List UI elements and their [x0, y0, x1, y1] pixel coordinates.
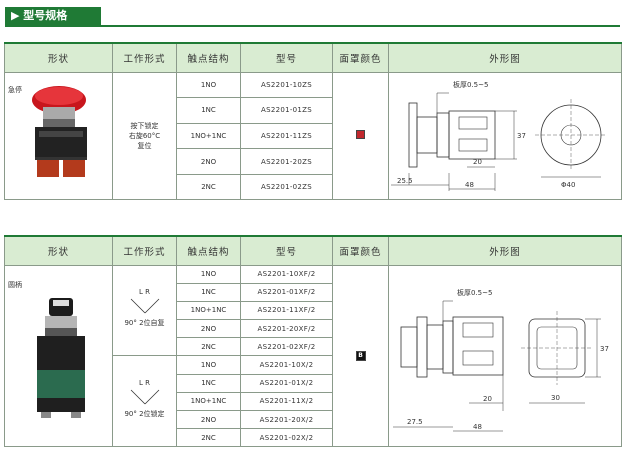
model-cell: AS2201-10XF/2	[240, 264, 333, 284]
model-cell: AS2201-02XF/2	[240, 337, 333, 357]
outline-cell: 37 板厚0.5~5 20 25.5 48 Φ40	[388, 71, 622, 201]
dim-panel: 板厚0.5~5	[453, 80, 488, 89]
contact-cell: 2NO	[176, 148, 241, 175]
contact-cell: 1NO	[176, 71, 241, 99]
dim-37: 37	[600, 345, 609, 353]
dim-dia40: Φ40	[561, 181, 575, 189]
header-shape: 形状	[4, 42, 113, 73]
model-cell: AS2201-01X/2	[240, 373, 333, 393]
header-contact: 触点结构	[176, 42, 241, 73]
contact-cell: 2NC	[176, 337, 241, 357]
model-cell: AS2201-02ZS	[240, 173, 333, 201]
model-cell: AS2201-11XF/2	[240, 300, 333, 321]
outline-drawing-emergency: 37 板厚0.5~5 20 25.5 48 Φ40	[391, 80, 607, 192]
model-cell: AS2201-10ZS	[240, 71, 333, 99]
work-line-3: 复位	[137, 141, 152, 150]
contact-cell: 2NO	[176, 409, 241, 430]
switch-mode-label: 90° 2位锁定	[124, 410, 165, 419]
header-color: 面罩颜色	[332, 42, 389, 73]
header-shape: 形状	[4, 235, 113, 266]
dim-30: 30	[551, 394, 560, 402]
section-title: ▶ 型号规格	[5, 7, 101, 25]
switch-v-diagram	[130, 390, 159, 405]
dim-20: 20	[473, 158, 482, 166]
outline-cell: 板厚0.5~5 20 27.5 48 37 30	[388, 264, 622, 448]
model-cell: AS2201-01ZS	[240, 97, 333, 124]
contact-cell: 1NO	[176, 264, 241, 284]
shape-label: 圆柄	[8, 280, 22, 289]
color-cell: B	[332, 264, 389, 448]
header-outline: 外形图	[388, 235, 622, 266]
spec-table-emergency-stop: 形状 工作形式 触点结构 型号 面罩颜色 外形图 急停 按下锁定 右旋60°C	[4, 42, 622, 201]
dim-27: 27.5	[407, 418, 423, 426]
work-cell: 按下锁定 右旋60°C 复位	[112, 71, 177, 201]
outline-drawing-selector: 板厚0.5~5 20 27.5 48 37 30	[393, 288, 609, 432]
dim-20: 20	[483, 395, 492, 403]
switch-v-diagram	[130, 299, 159, 314]
header-contact: 触点结构	[176, 235, 241, 266]
header-model: 型号	[240, 235, 333, 266]
work-cell-group2: L R 90° 2位锁定	[112, 355, 177, 448]
contact-cell: 1NO+1NC	[176, 300, 241, 321]
contact-cell: 2NC	[176, 428, 241, 448]
dim-48: 48	[473, 423, 482, 431]
contact-cell: 1NO+1NC	[176, 122, 241, 150]
switch-mode-label: 90° 2位自复	[124, 319, 165, 328]
model-cell: AS2201-02X/2	[240, 428, 333, 448]
model-cell: AS2201-20X/2	[240, 409, 333, 430]
dim-48: 48	[465, 181, 474, 189]
dim-panel: 板厚0.5~5	[457, 288, 492, 297]
contact-cell: 1NC	[176, 282, 241, 302]
shape-cell: 圆柄	[4, 264, 113, 448]
contact-cell: 1NC	[176, 97, 241, 124]
contact-cell: 1NO+1NC	[176, 391, 241, 412]
shape-cell: 急停	[4, 71, 113, 201]
model-cell: AS2201-11X/2	[240, 391, 333, 412]
color-swatch-red	[356, 130, 365, 140]
model-cell: AS2201-11ZS	[240, 122, 333, 150]
header-color: 面罩颜色	[332, 235, 389, 266]
header-work: 工作形式	[112, 235, 177, 266]
dim-25: 25.5	[397, 177, 413, 185]
contact-cell: 2NO	[176, 319, 241, 339]
switch-positions-label: L R	[139, 288, 150, 297]
header-work: 工作形式	[112, 42, 177, 73]
contact-cell: 1NC	[176, 373, 241, 393]
color-swatch-black: B	[355, 350, 366, 361]
dim-37: 37	[517, 132, 526, 140]
color-cell	[332, 71, 389, 201]
header-outline: 外形图	[388, 42, 622, 73]
model-cell: AS2201-20ZS	[240, 148, 333, 175]
section-rule	[5, 25, 620, 27]
selector-switch-image	[37, 297, 85, 418]
model-cell: AS2201-10X/2	[240, 355, 333, 375]
work-line-1: 按下锁定	[130, 121, 159, 130]
header-model: 型号	[240, 42, 333, 73]
switch-positions-label: L R	[139, 379, 150, 388]
spec-table-selector: 形状 工作形式 触点结构 型号 面罩颜色 外形图 圆柄 L R	[4, 235, 622, 448]
model-cell: AS2201-20XF/2	[240, 319, 333, 339]
contact-cell: 2NC	[176, 173, 241, 201]
emergency-stop-image	[32, 85, 87, 177]
work-line-2: 右旋60°C	[128, 131, 161, 140]
shape-label: 急停	[8, 85, 22, 94]
model-cell: AS2201-01XF/2	[240, 282, 333, 302]
contact-cell: 1NO	[176, 355, 241, 375]
work-cell-group1: L R 90° 2位自复	[112, 264, 177, 357]
